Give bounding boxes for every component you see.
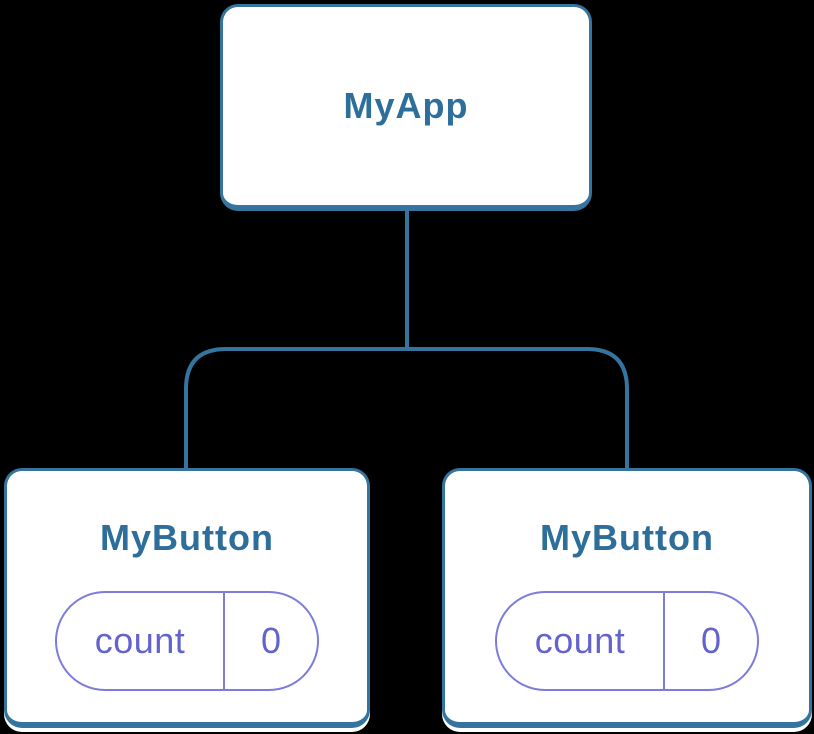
node-mybutton-right-label: MyButton (540, 517, 714, 558)
node-mybutton-right: MyButton count 0 (442, 468, 812, 728)
state-pill: count 0 (495, 591, 759, 691)
connector-branch (184, 347, 629, 470)
node-mybutton-left-label: MyButton (100, 517, 274, 558)
state-name-label: count (534, 620, 626, 661)
node-myapp-label: MyApp (343, 85, 469, 126)
node-mybutton-left: MyButton count 0 (4, 468, 370, 728)
node-myapp: MyApp (220, 4, 592, 211)
state-name-label: count (94, 620, 186, 661)
state-value-label: 0 (223, 593, 317, 689)
state-value-label: 0 (663, 593, 757, 689)
state-pill: count 0 (55, 591, 319, 691)
